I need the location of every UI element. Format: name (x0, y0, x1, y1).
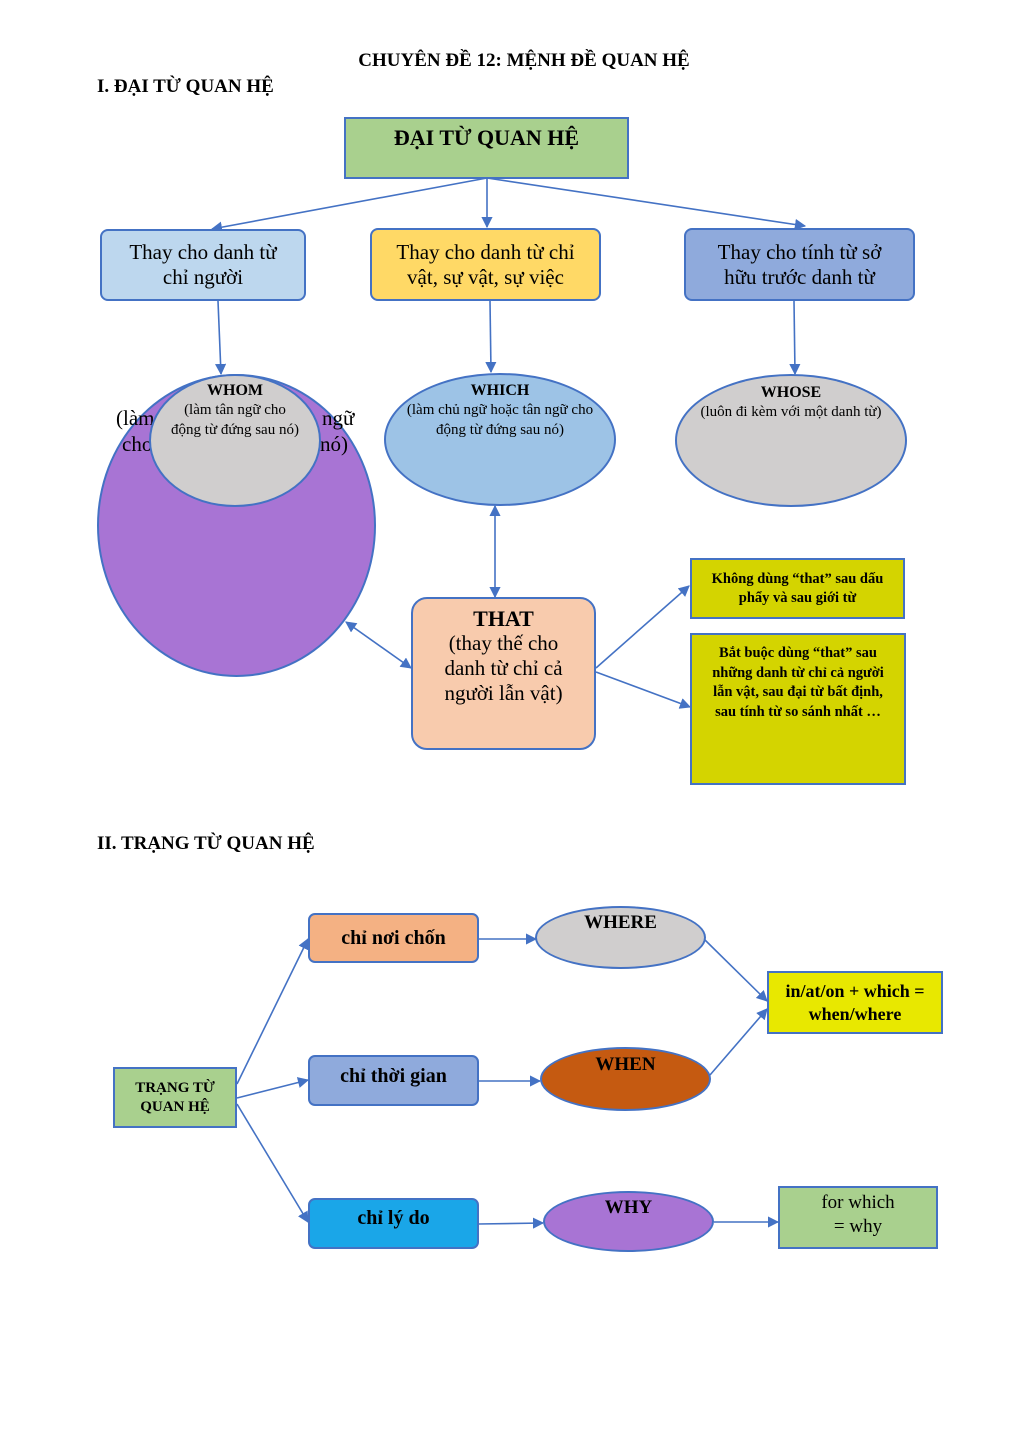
when-label: WHEN (595, 1054, 656, 1075)
note-not-used-box: Không dùng “that” sau dấu phẩy và sau gi… (690, 558, 905, 619)
section-heading-pronouns: I. ĐẠI TỪ QUAN HỆ (97, 76, 274, 97)
time-label: chỉ thời gian (340, 1065, 447, 1087)
for-which-box: for which = why (778, 1186, 938, 1249)
prep-which-box: in/at/on + which = when/where (767, 971, 943, 1034)
note-must-use-label: Bắt buộc dùng “that” sau những danh từ c… (712, 645, 884, 720)
page-title: CHUYÊN ĐỀ 12: MỆNH ĐỀ QUAN HỆ (358, 50, 690, 71)
whose-title: WHOSE (760, 384, 822, 401)
category-possessive-box: Thay cho tính từ sở hữu trước danh từ (684, 228, 915, 301)
for-which-label: for which = why (821, 1191, 895, 1237)
why-ellipse: WHY (543, 1191, 714, 1252)
arrow-root-possessive (486, 177, 807, 231)
arrow-that-note1 (595, 585, 690, 669)
reason-box: chỉ lý do (308, 1198, 479, 1249)
adverb-root-label: TRẠNG TỪ QUAN HỆ (135, 1079, 215, 1115)
category-possessive-label: Thay cho tính từ sở hữu trước danh từ (717, 239, 882, 289)
arrow-people-whom (214, 300, 227, 376)
reason-label: chỉ lý do (357, 1207, 430, 1229)
which-desc: (làm chủ ngữ hoặc tân ngữ cho động từ đứ… (406, 402, 594, 438)
arrow-root-time (236, 1077, 310, 1099)
arrow-when-prep (709, 1008, 768, 1076)
arrow-where-prep (704, 939, 768, 1002)
where-label: WHERE (584, 912, 657, 933)
arrow-root-place (236, 937, 309, 1085)
pronoun-root-label: ĐẠI TỪ QUAN HỆ (393, 125, 580, 150)
arrow-things-which (485, 300, 497, 374)
that-title: THAT (473, 606, 534, 631)
adverb-root-box: TRẠNG TỪ QUAN HỆ (113, 1067, 237, 1128)
place-box: chỉ nơi chốn (308, 913, 479, 963)
whom-ellipse: WHOM (làm tân ngữ cho động từ đứng sau n… (149, 374, 321, 507)
that-box: THAT (thay thế cho danh từ chỉ cả người … (411, 597, 596, 750)
prep-which-label: in/at/on + which = when/where (785, 980, 925, 1024)
whose-ellipse: WHOSE (luôn đi kèm với một danh từ) (675, 374, 907, 507)
hidden-text-left-1: (làm (116, 406, 155, 430)
whom-title: WHOM (207, 382, 263, 399)
whose-desc: (luôn đi kèm với một danh từ) (700, 404, 882, 420)
arrow-reason-why (477, 1217, 545, 1229)
why-label: WHY (604, 1197, 653, 1218)
arrow-possessive-whose (789, 300, 801, 376)
that-desc: (thay thế cho danh từ chỉ cả người lẫn v… (444, 631, 563, 705)
section-heading-adverbs: II. TRẠNG TỪ QUAN HỆ (97, 833, 315, 854)
whom-desc: (làm tân ngữ cho động từ đứng sau nó) (171, 402, 299, 438)
hidden-text-right-2: nó) (320, 432, 348, 456)
category-people-box: Thay cho danh từ chỉ người (100, 229, 306, 301)
arrow-root-reason (236, 1103, 309, 1223)
arrow-purple-that (345, 621, 412, 669)
where-ellipse: WHERE (535, 906, 706, 969)
which-title: WHICH (470, 382, 530, 399)
hidden-text-left-2: cho (122, 432, 153, 456)
which-ellipse: WHICH (làm chủ ngữ hoặc tân ngữ cho động… (384, 373, 616, 506)
hidden-text-right-1: ngữ (322, 406, 355, 430)
category-people-label: Thay cho danh từ chỉ người (129, 240, 277, 289)
when-ellipse: WHEN (540, 1047, 711, 1111)
time-box: chỉ thời gian (308, 1055, 479, 1106)
arrow-root-people (210, 177, 488, 233)
place-label: chỉ nơi chốn (341, 926, 446, 949)
arrow-that-note2 (595, 671, 692, 709)
category-things-box: Thay cho danh từ chỉ vật, sự vật, sự việ… (370, 228, 601, 301)
category-things-label: Thay cho danh từ chỉ vật, sự vật, sự việ… (396, 239, 575, 289)
note-must-use-box: Bắt buộc dùng “that” sau những danh từ c… (690, 633, 906, 785)
note-not-used-label: Không dùng “that” sau dấu phẩy và sau gi… (711, 570, 884, 606)
pronoun-root-box: ĐẠI TỪ QUAN HỆ (344, 117, 629, 179)
